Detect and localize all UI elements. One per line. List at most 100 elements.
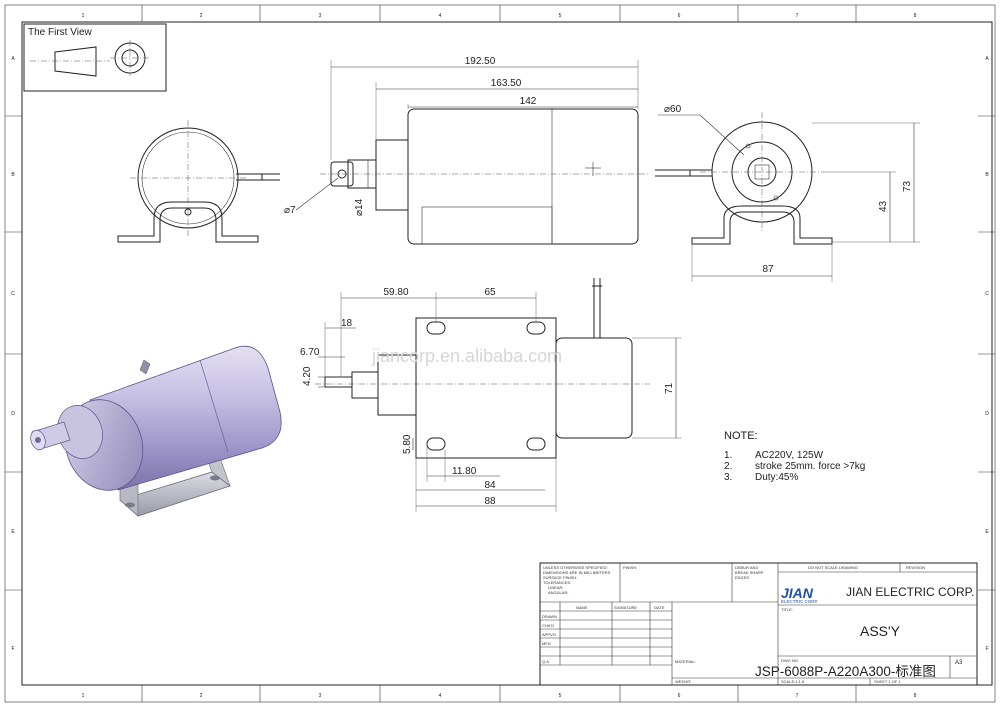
grid-col-1-bottom: 1 [82, 693, 85, 699]
grid-col-5-top: 5 [559, 13, 562, 19]
sheet-border [4, 4, 996, 703]
dim-163-50: 163.50 [491, 78, 522, 89]
dim-5-80: 5.80 [402, 434, 413, 454]
grid-row-b-left: B [11, 172, 15, 178]
company-logo-sub: ELECTRIC CORP. [781, 599, 818, 604]
note-3-num: 3. [724, 472, 732, 483]
grid-labels: 1 2 3 4 5 6 7 8 1 2 3 4 5 6 7 8 A B C D … [11, 13, 989, 699]
finish-label: FINISH: [623, 565, 637, 570]
grid-col-4-top: 4 [439, 13, 442, 19]
grid-col-8-top: 8 [914, 13, 917, 19]
grid-col-3-bottom: 3 [319, 693, 322, 699]
row-mfg: MFG [542, 641, 551, 646]
sheet-label: SHEET 1 OF 1 [874, 679, 901, 684]
deburr-line-2: BREAK SHARP [735, 570, 764, 575]
grid-row-b-right: B [985, 172, 989, 178]
dim-dia-14: ⌀14 [354, 198, 365, 216]
grid-col-8-bottom: 8 [914, 693, 917, 699]
dim-18: 18 [341, 318, 353, 329]
dim-65: 65 [484, 287, 496, 298]
grid-row-e-left: E [11, 529, 15, 535]
first-view-label: The First View [28, 27, 92, 38]
grid-col-7-top: 7 [796, 13, 799, 19]
scale-label: SCALE:1:1.5 [781, 679, 805, 684]
grid-col-6-bottom: 6 [678, 693, 681, 699]
dim-59-80: 59.80 [383, 287, 408, 298]
header-signature: SIGNATURE [614, 605, 637, 610]
title-label: TITLE: [781, 607, 793, 612]
note-2-num: 2. [724, 461, 732, 472]
dim-84: 84 [484, 480, 496, 491]
row-approved: APPV'D [542, 632, 556, 637]
grid-row-c-left: C [11, 291, 15, 297]
isometric-render [30, 345, 282, 517]
note-1-num: 1. [724, 450, 732, 461]
dim-73: 73 [902, 180, 913, 192]
grid-row-d-left: D [11, 411, 15, 417]
dim-6-70: 6.70 [300, 347, 320, 358]
row-drawn: DRAWN [542, 614, 557, 619]
material-label: MATERIAL: [675, 659, 696, 664]
front-view [320, 108, 650, 245]
top-view [315, 278, 650, 459]
header-name: NAME [576, 605, 588, 610]
row-checked: CHK'D [542, 623, 554, 628]
dim-dia-14-value: 14 [354, 198, 365, 210]
tolerance-line-3: SURFACE FINISH: [543, 575, 577, 580]
dwg-no-label: DWG NO. [781, 658, 799, 663]
dimension-lines [295, 60, 920, 512]
watermark: jiancorp.en.alibaba.com [371, 346, 562, 366]
grid-col-6-top: 6 [678, 13, 681, 19]
grid-row-d-right: D [985, 411, 989, 417]
dim-88: 88 [484, 496, 496, 507]
dim-192-50: 192.50 [465, 56, 496, 67]
row-qa: Q.A [542, 659, 549, 664]
dim-43: 43 [878, 200, 889, 212]
tolerance-line-1: UNLESS OTHERWISE SPECIFIED: [543, 565, 608, 570]
grid-row-e-right: E [985, 529, 989, 535]
right-end-view [655, 112, 833, 245]
dim-87: 87 [762, 264, 774, 275]
tolerance-line-2: DIMENSIONS ARE IN MILLIMETERS [543, 570, 611, 575]
header-date: DATE [654, 605, 665, 610]
drawing-title: ASS'Y [860, 623, 901, 639]
weight-label: WEIGHT: [675, 679, 692, 684]
deburr-line-1: DEBUR AND [735, 565, 758, 570]
dimension-labels: 192.50 163.50 142 ⌀60 ⌀7 ⌀14 73 43 87 59… [284, 56, 913, 507]
do-not-scale-label: DO NOT SCALE DRAWING [808, 565, 858, 570]
grid-row-a-left: A [11, 56, 15, 62]
dim-4-20: 4.20 [302, 366, 313, 386]
dim-71: 71 [664, 382, 675, 394]
notes-block: NOTE: 1. AC220V, 125W 2. stroke 25mm. fo… [724, 430, 865, 483]
dim-dia-60: ⌀60 [664, 104, 682, 115]
company-logo: JIAN [781, 585, 814, 601]
dim-dia-7-value: 7 [290, 205, 296, 216]
dim-11-80: 11.80 [452, 466, 477, 477]
grid-col-5-bottom: 5 [559, 693, 562, 699]
dim-dia-7: ⌀7 [284, 205, 296, 216]
grid-row-f-left: F [11, 646, 14, 652]
grid-col-7-bottom: 7 [796, 693, 799, 699]
title-block: UNLESS OTHERWISE SPECIFIED: DIMENSIONS A… [539, 562, 978, 686]
dim-dia-60-value: 60 [670, 104, 682, 115]
tolerance-line-4: TOLERANCES: [543, 580, 571, 585]
grid-col-1-top: 1 [82, 13, 85, 19]
grid-col-2-top: 2 [200, 13, 203, 19]
dim-142: 142 [520, 96, 537, 107]
first-view-symbol: The First View [23, 23, 167, 92]
revision-label: REVISION [906, 565, 925, 570]
sheet-size: A3 [955, 660, 963, 666]
grid-col-3-top: 3 [319, 13, 322, 19]
grid-row-c-right: C [985, 291, 989, 297]
tolerance-line-5: LINEAR: [548, 585, 564, 590]
grid-row-a-right: A [985, 56, 989, 62]
tolerance-line-6: ANGULAR: [548, 590, 568, 595]
note-2-text: stroke 25mm. force >7kg [755, 461, 865, 472]
note-1-text: AC220V, 125W [755, 450, 824, 461]
grid-col-2-bottom: 2 [200, 693, 203, 699]
company-name: JIAN ELECTRIC CORP. [846, 585, 974, 599]
deburr-line-3: EDGES [735, 575, 749, 580]
notes-title: NOTE: [724, 430, 758, 442]
left-end-view [117, 120, 280, 243]
